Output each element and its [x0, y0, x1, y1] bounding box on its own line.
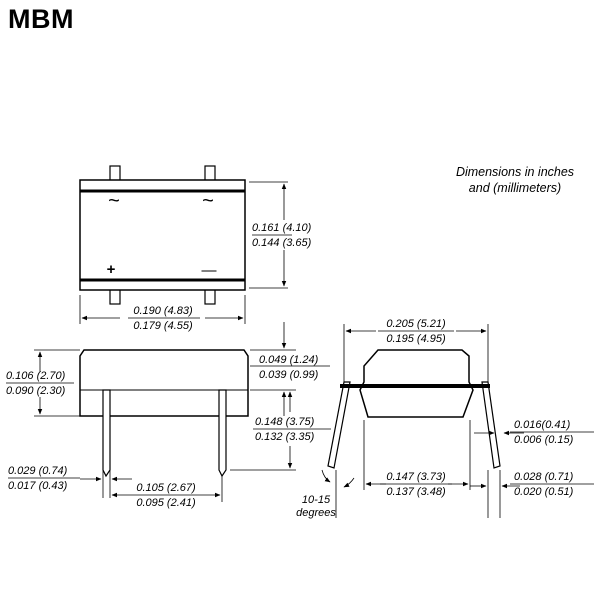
side-view-lead-right — [218, 389, 227, 478]
top-width-max: 0.190 (4.83) — [133, 305, 193, 317]
top-height-max: 0.161 (4.10) — [252, 222, 312, 234]
side-view — [79, 349, 249, 478]
top-view-body — [79, 179, 246, 291]
top-view — [79, 165, 246, 305]
pitch-max: 0.105 (2.67) — [136, 482, 196, 494]
top-height-dimension — [249, 181, 292, 289]
lead-angle-indicator — [321, 469, 355, 518]
end-view-lead-left — [327, 381, 351, 469]
lead-thickness-max: 0.016(0.41) — [514, 419, 571, 431]
top-height-min: 0.144 (3.65) — [252, 237, 312, 249]
pitch-dimension — [111, 476, 223, 502]
end-view — [327, 349, 501, 469]
ac-symbol-right: ~ — [202, 190, 214, 212]
standoff-max: 0.049 (1.24) — [259, 354, 319, 366]
inner-span-min: 0.137 (3.48) — [386, 486, 446, 498]
units-note-line-2: and (millimeters) — [468, 181, 562, 195]
lead-width-dimension — [8, 470, 132, 498]
lead-width-min: 0.017 (0.43) — [8, 480, 68, 492]
angle-unit: degrees — [296, 507, 336, 519]
diagram-title: MBM — [8, 4, 74, 34]
lead-length-max: 0.148 (3.75) — [255, 416, 315, 428]
standoff-min: 0.039 (0.99) — [259, 369, 319, 381]
plus-symbol: + — [107, 261, 116, 278]
body-height-max: 0.106 (2.70) — [6, 370, 66, 382]
inner-span-dimension — [363, 420, 471, 490]
end-view-body — [359, 349, 474, 418]
foot-width-dimension — [470, 470, 594, 518]
lead-length-min: 0.132 (3.35) — [255, 431, 315, 443]
pitch-min: 0.095 (2.41) — [136, 497, 196, 509]
foot-width-min: 0.020 (0.51) — [514, 486, 574, 498]
ac-symbol-left: ~ — [108, 190, 120, 212]
end-width-dimension — [343, 324, 489, 382]
end-width-max: 0.205 (5.21) — [386, 318, 446, 330]
lead-width-max: 0.029 (0.74) — [8, 465, 68, 477]
top-width-dimension — [79, 295, 246, 324]
body-height-dimension — [6, 349, 80, 417]
minus-symbol: — — [202, 262, 217, 279]
end-width-min: 0.195 (4.95) — [386, 333, 446, 345]
inner-span-max: 0.147 (3.73) — [386, 471, 446, 483]
units-note-line-1: Dimensions in inches — [455, 165, 575, 179]
body-height-min: 0.090 (2.30) — [6, 385, 66, 397]
side-view-body — [79, 349, 249, 417]
lead-thickness-min: 0.006 (0.15) — [514, 434, 574, 446]
side-view-lead-left — [102, 389, 111, 478]
angle-value: 10-15 — [302, 494, 331, 506]
end-view-lead-right — [481, 381, 501, 469]
foot-width-max: 0.028 (0.71) — [514, 471, 574, 483]
lead-thickness-dimension — [474, 430, 594, 436]
units-note: Dimensions in inches and (millimeters) — [440, 164, 590, 196]
top-width-min: 0.179 (4.55) — [133, 320, 193, 332]
lead-length-dimension — [230, 391, 331, 471]
standoff-dimension — [250, 322, 330, 416]
